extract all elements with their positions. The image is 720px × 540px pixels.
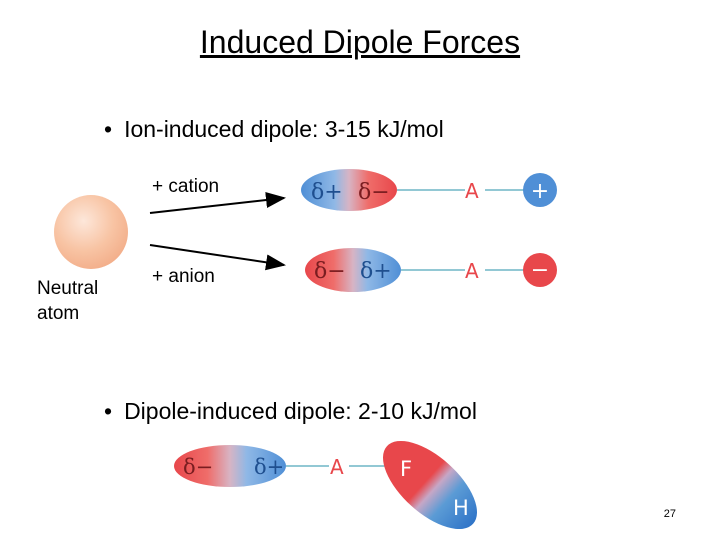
cation-arrow [149, 192, 286, 214]
bullet-text: Dipole-induced dipole: 2-10 kJ/mol [124, 398, 477, 424]
cation-symbol: + [531, 179, 549, 204]
cation-label: + cation [152, 176, 220, 197]
hf-molecule [383, 440, 477, 530]
delta-minus-label: δ− [358, 180, 390, 205]
distance-a-label: A [465, 259, 479, 283]
distance-a-label: A [330, 455, 344, 479]
delta-minus-label: δ− [183, 455, 213, 479]
anion-arrow [149, 244, 286, 271]
bullet-dot-icon: • [104, 398, 113, 424]
delta-plus-label: δ+ [254, 455, 284, 479]
delta-plus-label: δ+ [360, 259, 392, 284]
delta-plus-label: δ+ [311, 180, 343, 205]
page-number: 27 [663, 508, 676, 520]
neutral-atom-label-line2: atom [37, 303, 80, 324]
bullet-ion-induced-dipole: • Ion-induced dipole: 3-15 kJ/mol [104, 116, 444, 143]
anion-symbol: − [531, 258, 549, 283]
bullet-dipole-induced-dipole: • Dipole-induced dipole: 2-10 kJ/mol [104, 398, 477, 425]
induced-dipole-ellipse-hf [174, 445, 286, 487]
anion-label: + anion [152, 266, 215, 287]
fluorine-label: F [400, 457, 412, 481]
bullet-text: Ion-induced dipole: 3-15 kJ/mol [124, 116, 444, 142]
distance-a-label: A [465, 179, 479, 203]
induced-dipole-ellipse-cation [301, 169, 397, 211]
neutral-atom-sphere [54, 195, 128, 269]
bullet-dot-icon: • [104, 116, 113, 142]
induced-dipole-ellipse-anion [305, 248, 401, 292]
slide-title: Induced Dipole Forces [199, 24, 521, 60]
delta-minus-label: δ− [314, 259, 346, 284]
anion-circle [523, 253, 557, 287]
hydrogen-label: H [453, 496, 469, 520]
neutral-atom-label: Neutral atom [37, 276, 98, 326]
neutral-atom-label-line1: Neutral [37, 278, 99, 299]
cation-circle [523, 173, 557, 207]
